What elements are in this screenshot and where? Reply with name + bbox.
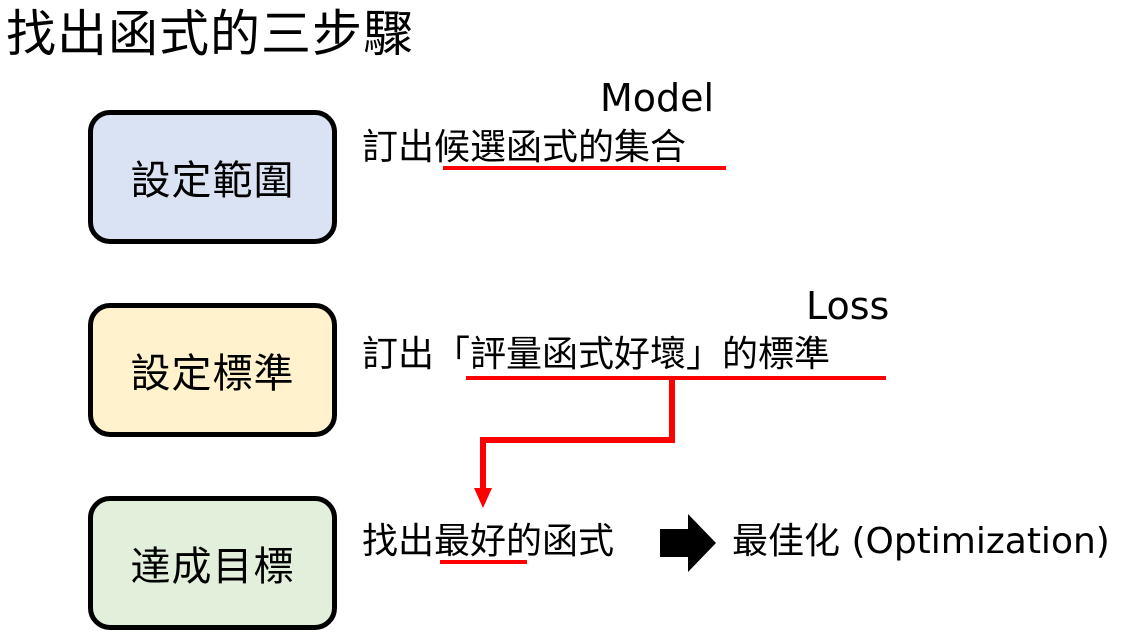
loss-tag: Loss [806, 284, 890, 328]
step2-desc-underlined: 「評量函式好壞」的標準 [434, 334, 831, 375]
step3-desc-suffix: 的函式 [506, 521, 615, 562]
step1-desc-prefix: 訂出 [362, 127, 435, 168]
optimization-label: 最佳化 (Optimization) [732, 521, 1110, 562]
step2-description: 訂出「評量函式好壞」的標準 [362, 333, 830, 377]
connector-arrowhead [474, 488, 492, 508]
step1-description: 訂出候選函式的集合 [362, 126, 686, 170]
step2-desc-prefix: 訂出 [362, 334, 435, 375]
step-box-define-scope: 設定範圍 [88, 110, 337, 244]
page-title: 找出函式的三步驟 [6, 5, 414, 63]
step1-desc-underlined: 候選函式的集合 [434, 127, 687, 168]
step3-description: 找出最好的函式 [362, 520, 614, 564]
right-arrow-icon [660, 514, 716, 572]
model-tag: Model [600, 76, 715, 120]
step-box-define-criteria: 設定標準 [88, 303, 337, 437]
step-box-achieve-goal: 達成目標 [88, 496, 337, 630]
loss-to-goal-connector [480, 380, 675, 490]
step3-desc-prefix: 找出 [362, 521, 435, 562]
step3-desc-underlined: 最好 [434, 521, 507, 562]
